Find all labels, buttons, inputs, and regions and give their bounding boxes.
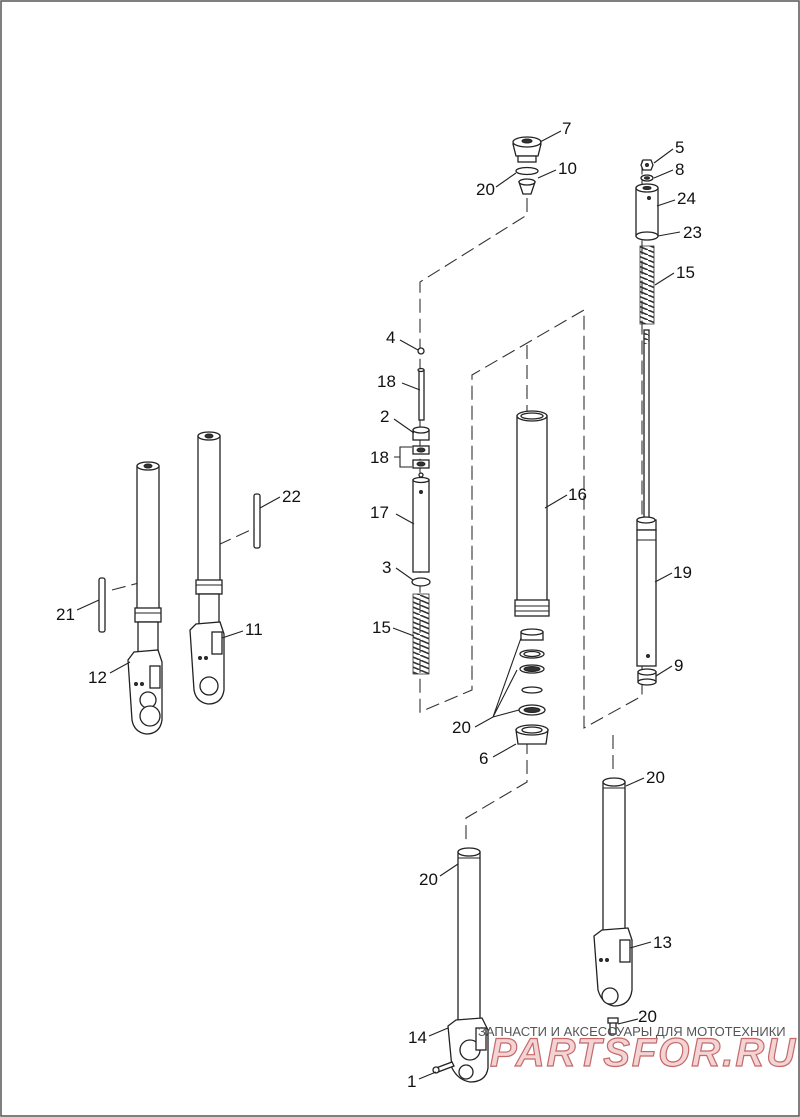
callout-15-left: 15 (372, 618, 391, 637)
callout-20-screw: 20 (638, 1007, 657, 1026)
washer-8 (640, 174, 654, 182)
valves-18 (412, 445, 430, 478)
callout-15-right: 15 (676, 263, 695, 282)
callout-22: 22 (282, 487, 301, 506)
slider-13 (593, 777, 633, 1007)
spacer-24 (635, 183, 659, 241)
cartridge-tube-17 (412, 476, 430, 573)
callout-23: 23 (683, 223, 702, 242)
rod-18 (417, 367, 425, 421)
damper-rod-19 (636, 329, 657, 667)
slider-14 (447, 847, 489, 1083)
callout-7: 7 (562, 119, 571, 138)
plug-10 (518, 178, 536, 195)
screw-1 (432, 1061, 455, 1074)
callout-2: 2 (380, 407, 389, 426)
callout-8: 8 (675, 160, 684, 179)
callout-24: 24 (677, 189, 696, 208)
callout-leaders (76, 130, 681, 1080)
reflector-21 (98, 577, 106, 633)
bushing-9 (637, 668, 657, 686)
watermark-logo: PARTSFOR.RU (490, 1031, 797, 1075)
callout-11: 11 (245, 620, 263, 639)
callout-1: 1 (407, 1072, 416, 1091)
callout-5: 5 (675, 138, 684, 157)
o-ring-3 (411, 577, 431, 587)
fork-tube-16 (514, 410, 550, 617)
watermark: ЗАПЧАСТИ И АКСЕССУАРЫ ДЛЯ МОТОТЕХНИКИ PA… (478, 1024, 797, 1076)
seal-stack-20 (518, 628, 546, 716)
callout-20-top: 20 (476, 180, 495, 199)
callout-10: 10 (558, 159, 577, 178)
fork-leg-11 (189, 431, 225, 705)
watermark-tagline: ЗАПЧАСТИ И АКСЕССУАРЫ ДЛЯ МОТОТЕХНИКИ (478, 1024, 786, 1039)
callout-3: 3 (382, 558, 391, 577)
callout-16: 16 (568, 485, 587, 504)
callout-20-slider-right: 20 (646, 768, 665, 787)
screw-20-bottom (607, 1017, 619, 1035)
callout-13: 13 (653, 933, 672, 952)
callout-18-valves: 18 (370, 448, 389, 467)
callout-19: 19 (673, 563, 692, 582)
fork-leg-12 (127, 461, 163, 735)
callout-labels: 7 10 20 5 8 24 23 15 4 18 2 18 17 3 15 1… (56, 119, 702, 1091)
callout-14: 14 (408, 1028, 427, 1047)
spring-15-right (639, 245, 655, 325)
cap-2 (412, 426, 430, 441)
callout-20-seals: 20 (452, 718, 471, 737)
dust-seal-6 (515, 724, 549, 745)
reflector-22 (253, 493, 261, 549)
callout-12: 12 (88, 668, 107, 687)
callout-6: 6 (479, 749, 488, 768)
callout-17: 17 (370, 503, 389, 522)
nut-4 (417, 347, 425, 355)
nut-5 (640, 159, 654, 171)
callout-18-rod: 18 (377, 372, 396, 391)
callout-4: 4 (386, 328, 395, 347)
callout-20-slider-left: 20 (419, 870, 438, 889)
spring-15-left (412, 593, 430, 675)
fork-cap-7 (512, 136, 542, 163)
callout-21: 21 (56, 605, 75, 624)
o-ring-20-top (515, 166, 539, 176)
callout-9: 9 (674, 656, 683, 675)
